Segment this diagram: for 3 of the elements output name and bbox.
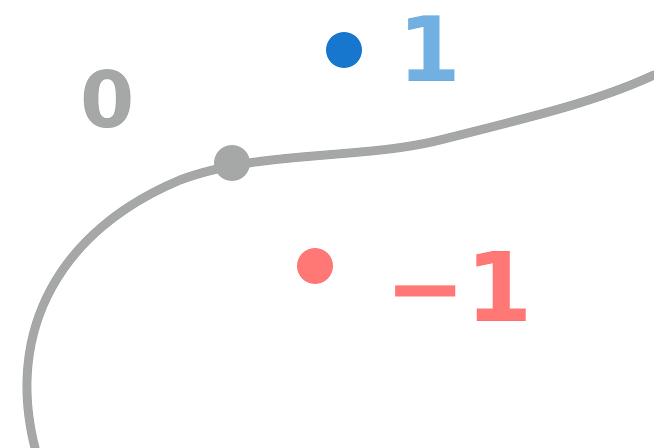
value-label: −1 [385,240,532,336]
value-label: 0 [80,62,134,140]
value-label: 1 [398,6,461,96]
